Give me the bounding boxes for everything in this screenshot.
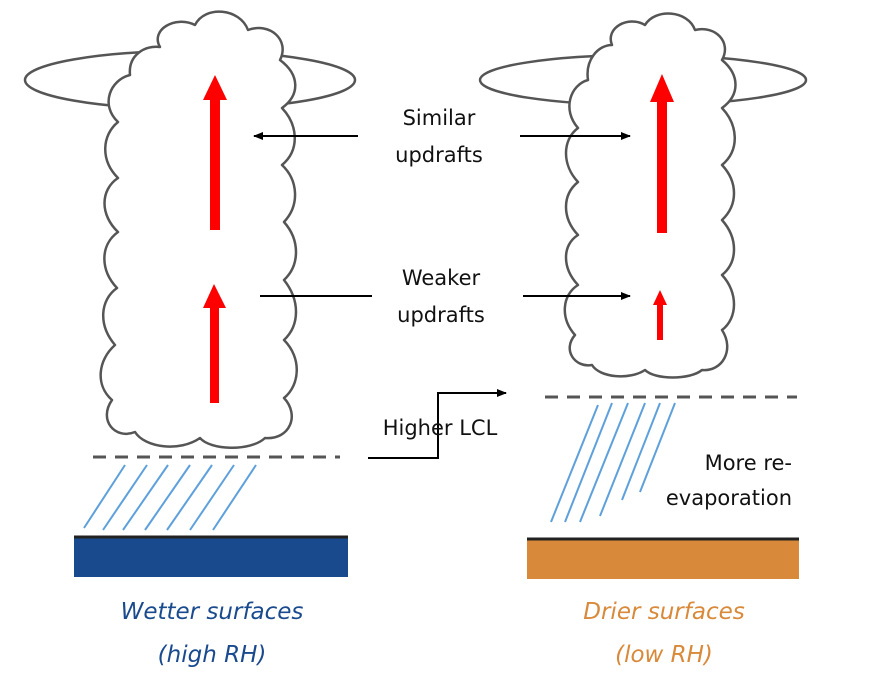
updraft-arrow-right-lower-shaft bbox=[657, 302, 663, 340]
surface-left bbox=[74, 535, 348, 577]
rain-streak bbox=[599, 402, 646, 517]
rain-streak bbox=[621, 402, 661, 501]
pointer-higher-lcl bbox=[368, 389, 507, 459]
reevaporation-label-2: evaporation bbox=[666, 486, 792, 510]
cloud-right-body bbox=[563, 12, 737, 379]
caption-left-line2: (high RH) bbox=[158, 642, 267, 668]
weaker-updrafts-label-1: Weaker bbox=[402, 266, 481, 290]
rain-streak bbox=[189, 464, 235, 531]
updraft-arrows-left bbox=[203, 75, 227, 403]
updraft-arrow-right-lower-head bbox=[653, 290, 667, 305]
surface-right bbox=[527, 537, 799, 579]
rain-streak bbox=[639, 402, 676, 493]
rain-streak bbox=[550, 404, 599, 523]
updraft-arrow-left-lower-shaft bbox=[210, 302, 219, 403]
caption-right-line1: Drier surfaces bbox=[583, 599, 744, 625]
rain-left bbox=[83, 464, 257, 531]
updraft-arrows-right bbox=[650, 74, 674, 340]
pointer-arrows bbox=[253, 132, 631, 459]
higher-lcl-label: Higher LCL bbox=[383, 416, 498, 440]
updraft-arrow-right-upper-head bbox=[650, 74, 674, 102]
updraft-arrow-left-upper-head bbox=[203, 75, 227, 100]
caption-left-line1: Wetter surfaces bbox=[121, 599, 304, 625]
rain-right bbox=[550, 402, 676, 523]
rain-streak bbox=[144, 464, 191, 531]
surface-right-block bbox=[527, 539, 799, 579]
rain-streak bbox=[83, 464, 126, 529]
rain-streak bbox=[579, 402, 629, 523]
similar-updrafts-label-2: updrafts bbox=[395, 143, 483, 167]
weaker-updrafts-label-2: updrafts bbox=[397, 303, 485, 327]
caption-right-line2: (low RH) bbox=[615, 642, 713, 668]
surface-left-block bbox=[74, 537, 348, 577]
cloud-left-body bbox=[99, 10, 298, 449]
updraft-arrow-right-upper-shaft bbox=[657, 96, 667, 233]
updraft-arrow-left-upper-shaft bbox=[210, 93, 220, 230]
rain-streak bbox=[122, 464, 169, 531]
reevaporation-label-1: More re- bbox=[705, 451, 792, 475]
rain-streak bbox=[166, 464, 213, 531]
rain-streak bbox=[102, 464, 148, 531]
similar-updrafts-label-1: Similar bbox=[403, 106, 476, 130]
cloud-right bbox=[478, 12, 808, 379]
cloud-left bbox=[23, 10, 357, 449]
updraft-arrow-left-lower-head bbox=[203, 284, 226, 308]
rain-streak bbox=[564, 402, 613, 523]
rain-streak bbox=[212, 464, 257, 531]
